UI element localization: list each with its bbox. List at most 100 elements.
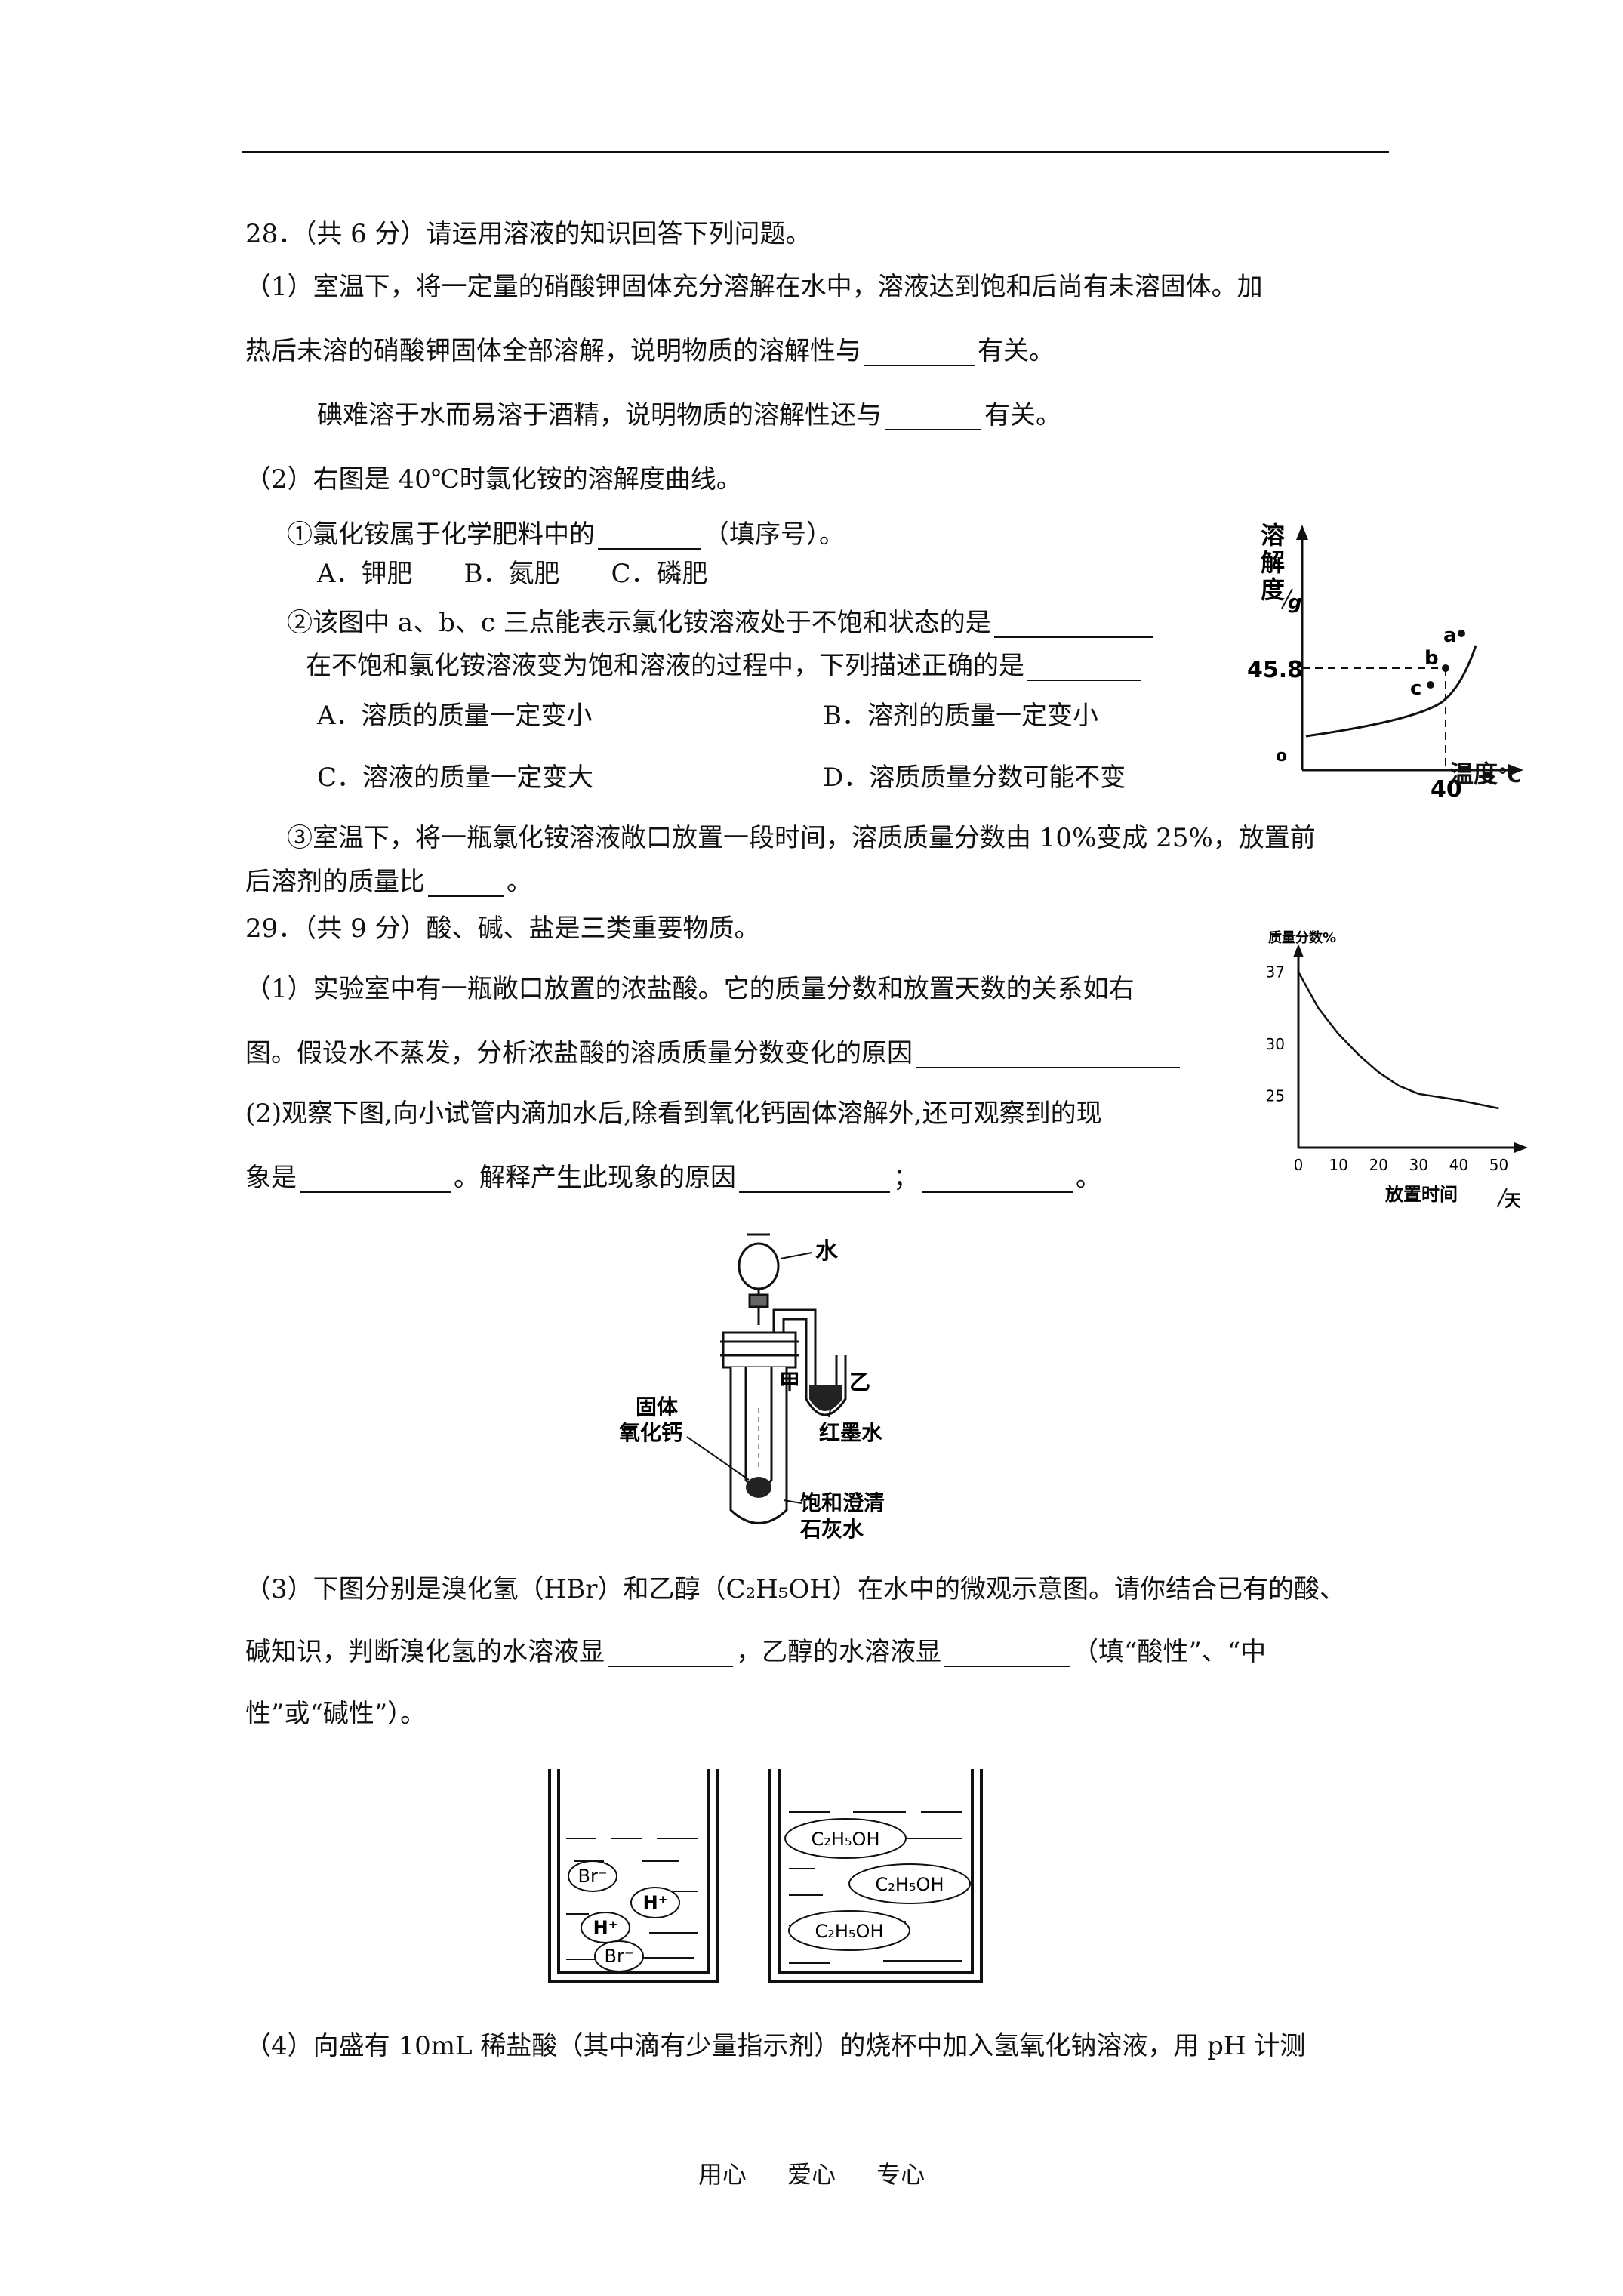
answer-blank[interactable]: [944, 1640, 1070, 1667]
answer-blank[interactable]: [428, 870, 504, 897]
footer-text-2: 爱心: [787, 2160, 836, 2189]
point-b-label: b: [1424, 647, 1439, 670]
page-footer: 用心 爱心 专心: [0, 2156, 1623, 2190]
ion-br-2: Br⁻: [605, 1946, 634, 1967]
q29-p4-line1: （4）向盛有 10mL 稀盐酸（其中滴有少量指示剂）的烧杯中加入氢氧化钠溶液，用…: [245, 2031, 1306, 2061]
q28-p2-q1: ①氯化铵属于化学肥料中的（填序号）。: [287, 519, 845, 550]
q28-option-a: A．溶质的质量一定变小: [317, 701, 593, 731]
x-tick-label: 10: [1329, 1156, 1347, 1174]
stopcock: [748, 1293, 769, 1308]
point-c: [1427, 681, 1434, 689]
solubility-curve: [1305, 645, 1477, 738]
q29-p1-line2: 图。假设水不蒸发，分析浓盐酸的溶质质量分数变化的原因: [245, 1038, 1183, 1068]
ylabel-2: 解: [1261, 548, 1285, 577]
answer-blank[interactable]: [1027, 654, 1141, 681]
chart-xunit: 天: [1504, 1192, 1522, 1211]
y-tick-label: 30: [1266, 1035, 1285, 1053]
u-tube-outer: [782, 1318, 847, 1416]
label-water: 水: [815, 1238, 839, 1265]
answer-blank[interactable]: [993, 611, 1153, 638]
ylabel-3: 度: [1261, 575, 1285, 604]
q28-option-d: D．溶质质量分数可能不变: [823, 763, 1126, 793]
q29-p1-line1: （1）实验室中有一瓶敞口放置的浓盐酸。它的质量分数和放置天数的关系如右: [245, 974, 1135, 1004]
q29-p3-line3: 性”或“碱性”）。: [245, 1699, 427, 1729]
chart-x-arrow: [1514, 1142, 1528, 1153]
x-tick-label: 20: [1369, 1156, 1387, 1174]
y-axis-arrow: [1296, 525, 1308, 540]
q28-p1-line1: （1）室温下，将一定量的硝酸钾固体充分溶解在水中，溶液达到饱和后尚有未溶固体。加: [245, 272, 1263, 302]
molecule-ellipse-2: [848, 1863, 971, 1904]
q28-title: 28．（共 6 分）请运用溶液的知识回答下列问题。: [245, 219, 812, 249]
beaker-left-inner: [557, 1769, 710, 1974]
molecule-ethanol-3: C₂H₅OH: [815, 1921, 884, 1942]
calcium-oxide-solid: [746, 1477, 771, 1498]
ion-ellipse-1: [568, 1860, 617, 1892]
label-limewater-2: 石灰水: [799, 1517, 864, 1542]
solubility-graph: 溶 解 度 g 45.8 40 o a b c: [1247, 521, 1523, 803]
q28-p1-line3: 碘难溶于水而易溶于酒精，说明物质的溶解性还与有关。: [317, 400, 1061, 430]
q28-p1-line2: 热后未溶的硝酸钾固体全部溶解，说明物质的溶解性与有关。: [245, 336, 1055, 366]
y-tick-label: 25: [1266, 1087, 1285, 1105]
red-ink: [809, 1385, 842, 1411]
answer-blank[interactable]: [922, 1166, 1073, 1193]
y-tick-label: 37: [1266, 963, 1285, 981]
label-solid: 固体: [636, 1395, 679, 1419]
x-tick-label: 30: [1409, 1156, 1428, 1174]
x-axis-arrow: [1508, 764, 1523, 776]
label-yi: 乙: [849, 1370, 870, 1395]
q29-p3-line1: （3）下图分别是溴化氢（HBr）和乙醇（C₂H₅OH）在水中的微观示意图。请你结…: [245, 1574, 1345, 1604]
molecule-ellipse-3: [788, 1910, 910, 1951]
dropping-funnel: [738, 1242, 780, 1290]
apparatus-diagram: 水 甲 乙 固体 氧化钙 红墨水 饱和澄清 石灰水: [619, 1233, 885, 1542]
answer-blank[interactable]: [300, 1166, 451, 1193]
answer-blank[interactable]: [916, 1041, 1180, 1068]
solid-pointer: [686, 1436, 750, 1481]
point-b: [1442, 664, 1449, 672]
answer-blank[interactable]: [608, 1640, 733, 1667]
ion-h-1: H⁺: [643, 1892, 668, 1913]
header-rule: [242, 151, 1389, 153]
q29-p2-line1: (2)观察下图,向小试管内滴加水后,除看到氧化钙固体溶解外,还可观察到的现: [245, 1099, 1102, 1129]
ion-ellipse-4: [594, 1940, 644, 1972]
chart-y-arrow: [1293, 944, 1304, 957]
chart-xunit-slash: [1497, 1188, 1508, 1207]
footer-text-1: 用心: [698, 2160, 747, 2189]
x-tick-label: 0: [1294, 1156, 1304, 1174]
answer-blank[interactable]: [739, 1166, 890, 1193]
point-a-label: a: [1443, 624, 1457, 647]
q29-p3-line2: 碱知识，判断溴化氢的水溶液显，乙醇的水溶液显（填“酸性”、“中: [245, 1637, 1267, 1667]
limewater-pointer: [783, 1499, 802, 1504]
q28-p2-q2b: 在不饱和氯化铵溶液变为饱和溶液的过程中，下列描述正确的是: [306, 651, 1144, 681]
answer-blank[interactable]: [885, 403, 981, 430]
ion-ellipse-3: [581, 1912, 630, 1943]
y-value: 45.8: [1247, 657, 1303, 683]
molecule-ethanol-2: C₂H₅OH: [876, 1874, 944, 1895]
beakers-diagram: Br⁻ H⁺ H⁺ Br⁻ C₂H₅OH C₂H₅OH C₂H₅OH: [548, 1769, 983, 1983]
stopper: [722, 1331, 797, 1369]
q28-p2-q2: ②该图中 a、b、c 三点能表示氯化铵溶液处于不饱和状态的是: [287, 608, 1156, 638]
water-pointer: [780, 1252, 813, 1259]
q29-title: 29．（共 9 分）酸、碱、盐是三类重要物质。: [245, 914, 760, 944]
q28-p2-title: （2）右图是 40℃时氯化铵的溶解度曲线。: [245, 464, 742, 495]
ink-pointer: [828, 1409, 831, 1418]
ion-br-1: Br⁻: [578, 1866, 608, 1887]
answer-blank[interactable]: [598, 522, 701, 550]
chart-series-line: [1297, 971, 1499, 1110]
ion-h-2: H⁺: [593, 1917, 618, 1938]
x-tick-label: 40: [1449, 1156, 1468, 1174]
ion-ellipse-2: [630, 1887, 680, 1918]
beaker-right: [768, 1769, 983, 1983]
chart-xlabel: 放置时间: [1384, 1184, 1458, 1205]
ylabel-unit: g: [1288, 591, 1302, 614]
label-calcium-oxide: 氧化钙: [619, 1420, 682, 1445]
ylabel-1: 溶: [1261, 521, 1285, 550]
graph1-xlabel: 温度℃: [1449, 760, 1522, 788]
beaker-left: [548, 1769, 719, 1983]
answer-blank[interactable]: [864, 339, 975, 366]
molecule-ethanol-1: C₂H₅OH: [812, 1829, 880, 1850]
q28-option-b: B．溶剂的质量一定变小: [823, 701, 1098, 731]
molecule-ellipse-1: [784, 1818, 907, 1859]
q29-p2-line2: 象是。解释产生此现象的原因；。: [245, 1163, 1101, 1193]
